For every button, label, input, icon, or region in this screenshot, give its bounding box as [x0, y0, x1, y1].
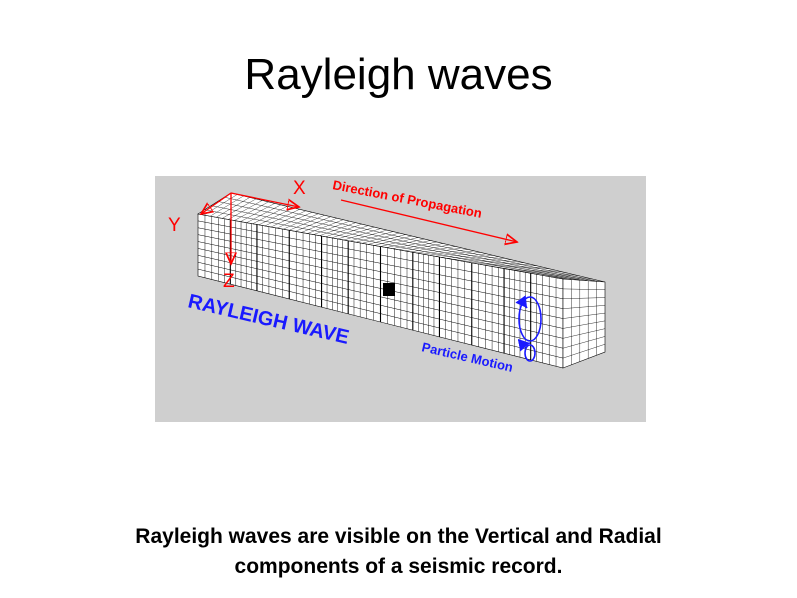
grid-line	[562, 320, 606, 329]
caption-line-2: components of a seismic record.	[234, 555, 563, 578]
grid-line	[404, 243, 443, 252]
grid-line	[386, 238, 425, 248]
grid-line	[246, 204, 281, 223]
grid-line	[277, 212, 313, 229]
grid-line	[356, 231, 394, 243]
grid-line	[374, 235, 412, 246]
grid-line	[453, 255, 493, 260]
grid-line	[337, 226, 375, 240]
grid-line	[210, 195, 244, 217]
grid-line	[289, 215, 325, 231]
grid-line	[398, 241, 437, 250]
grid-line	[477, 261, 518, 265]
grid-line	[416, 246, 456, 254]
grid-line	[562, 344, 606, 359]
grid-line	[283, 213, 319, 230]
grid-line	[301, 218, 338, 233]
grid-line	[264, 209, 300, 227]
grid-line	[556, 277, 599, 281]
grid-line	[538, 274, 581, 277]
grid-line	[331, 225, 369, 238]
grid-line	[343, 228, 381, 241]
particle-square	[383, 283, 395, 296]
grid-line	[441, 252, 481, 258]
grid-line	[544, 275, 587, 278]
grid-line	[410, 244, 450, 253]
grid-line	[550, 276, 593, 280]
grid-line	[483, 262, 524, 266]
grid-line	[325, 223, 362, 237]
particle-motion-icon	[515, 295, 542, 362]
grid-line	[392, 240, 431, 249]
grid-line	[526, 272, 568, 274]
axes	[201, 192, 299, 264]
propagation-label: Direction of Propagation	[331, 177, 483, 221]
grid-line	[562, 312, 606, 319]
grid-line	[435, 250, 475, 257]
x-axis-line	[230, 192, 299, 207]
grid-line	[222, 198, 257, 219]
grid-line	[252, 206, 288, 224]
slide-title: Rayleigh waves	[244, 50, 553, 99]
grid-line	[471, 259, 512, 263]
grid-line	[489, 264, 531, 267]
grid-line	[362, 232, 400, 244]
propagation-arrow	[340, 199, 517, 242]
grid-line	[562, 297, 606, 299]
y-axis-line	[201, 192, 232, 214]
grid-line	[465, 258, 506, 262]
grid-line	[562, 305, 606, 309]
z-axis-label: Z	[223, 271, 235, 292]
slide-caption: Rayleigh waves are visible on the Vertic…	[0, 522, 797, 582]
grid-line	[423, 247, 462, 255]
grid-line	[508, 268, 549, 270]
y-axis-label: Y	[168, 215, 181, 236]
grid-line	[319, 222, 356, 236]
grid-line	[502, 266, 543, 269]
grid-line	[228, 200, 263, 220]
grid-line	[429, 249, 468, 256]
grid-line	[240, 203, 275, 222]
grid-line	[562, 328, 606, 339]
grid-line	[307, 219, 344, 234]
grid-line	[447, 253, 487, 259]
grid-line	[234, 201, 269, 221]
grid-block	[197, 192, 606, 369]
rayleigh-wave-figure: X Y Z Direction of Propagation RAYLEIGH …	[155, 176, 646, 422]
grid-line	[562, 336, 606, 349]
grid-line	[459, 256, 500, 261]
x-axis-label: X	[293, 178, 306, 199]
grid-line	[368, 234, 406, 245]
grid-line	[216, 197, 250, 218]
grid-line	[270, 210, 306, 228]
grid-line	[380, 237, 419, 247]
grid-line	[313, 221, 350, 235]
grid-line	[532, 273, 574, 275]
grid-line	[350, 229, 387, 242]
grid-line	[562, 288, 606, 290]
figure-svg: X Y Z Direction of Propagation RAYLEIGH …	[168, 177, 606, 375]
grid-line	[496, 265, 537, 268]
caption-line-1: Rayleigh waves are visible on the Vertic…	[135, 525, 662, 548]
side-face	[562, 278, 606, 369]
grid-line	[295, 216, 331, 232]
